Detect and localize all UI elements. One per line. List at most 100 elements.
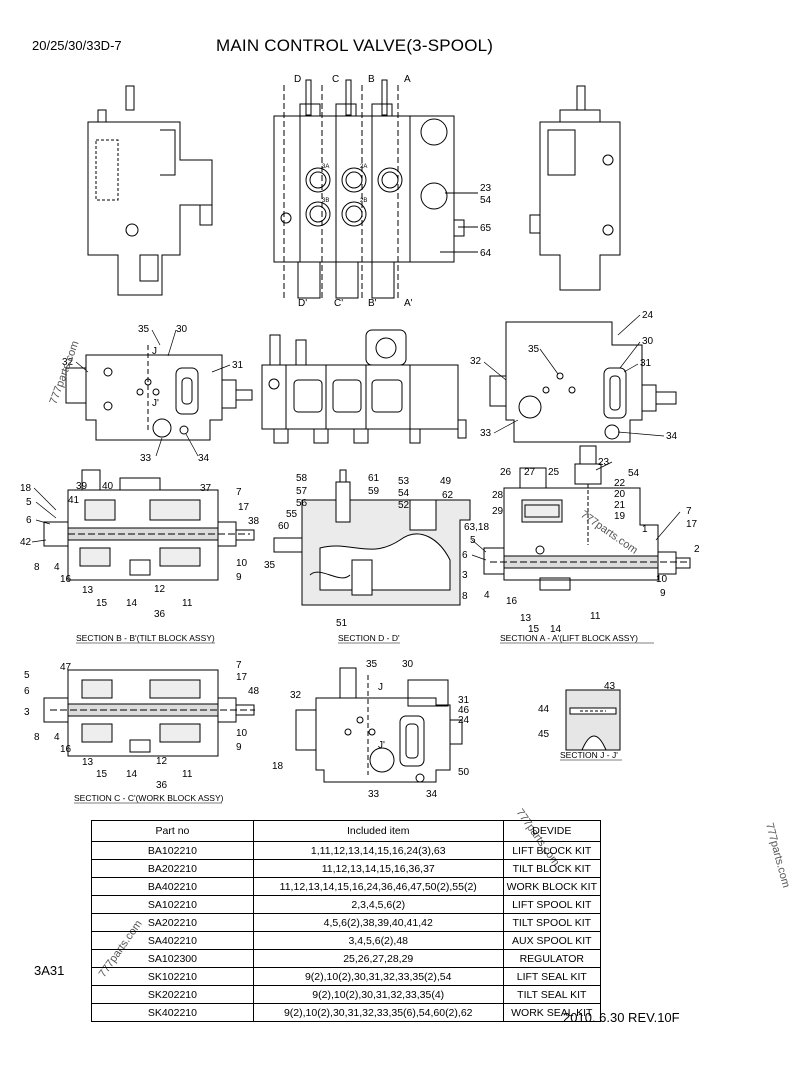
- section-a-drawing: [483, 445, 691, 591]
- section-j-caption: SECTION J - J': [560, 750, 618, 760]
- callout: 24: [642, 310, 654, 321]
- callout: 24: [458, 715, 470, 726]
- callout: 7: [236, 660, 242, 671]
- callout: 13: [82, 757, 94, 768]
- callout: 13: [82, 585, 94, 596]
- callout: 33: [140, 453, 152, 464]
- callout: 29: [492, 506, 504, 517]
- col-header-part-no: Part no: [91, 820, 254, 842]
- section-mark: C': [334, 298, 343, 309]
- front-view: [273, 79, 478, 300]
- callout: 33: [480, 428, 492, 439]
- section-d-caption: SECTION D - D': [338, 633, 400, 643]
- callout: 36: [154, 609, 166, 620]
- cell-part-no: SA202210: [91, 913, 254, 932]
- port-mark: 3B: [322, 198, 329, 204]
- callout: 63,18: [464, 522, 489, 533]
- callout: 7: [236, 487, 242, 498]
- callout: 65: [480, 223, 492, 234]
- cell-included-item: 9(2),10(2),30,31,32,33,35(6),54,60(2),62: [252, 1003, 504, 1022]
- cell-included-item: 9(2),10(2),30,31,32,33,35(2),54: [252, 967, 504, 986]
- callout: 4: [54, 562, 60, 573]
- callout: 31: [232, 360, 244, 371]
- callout: 17: [238, 502, 250, 513]
- callout: 34: [666, 431, 678, 442]
- cell-devide: REGULATOR: [502, 949, 602, 968]
- callout: 14: [550, 624, 562, 635]
- callout: 3: [462, 570, 468, 581]
- cell-part-no: SA102210: [91, 895, 254, 914]
- callout: 35: [138, 324, 150, 335]
- section-mark: D: [294, 74, 301, 85]
- cell-devide: WORK BLOCK KIT: [502, 877, 602, 896]
- left-side-view: [87, 85, 213, 296]
- callout: 54: [398, 488, 410, 499]
- callout: 55: [286, 509, 298, 520]
- callout: 16: [60, 744, 72, 755]
- callout: 4: [484, 590, 490, 601]
- callout: 12: [154, 584, 166, 595]
- callout: 37: [200, 483, 212, 494]
- callout: 34: [426, 789, 438, 800]
- callout: 42: [20, 537, 32, 548]
- callout: 2: [694, 544, 700, 555]
- callout: 25: [548, 467, 560, 478]
- section-mark: C: [332, 74, 339, 85]
- callout: 41: [68, 495, 80, 506]
- callout: 35: [528, 344, 540, 355]
- cell-included-item: 2,3,4,5,6(2): [252, 895, 504, 914]
- section-mark: A: [404, 74, 411, 85]
- callout: 48: [248, 686, 260, 697]
- page-title: MAIN CONTROL VALVE(3-SPOOL): [216, 36, 494, 55]
- callout: 8: [34, 732, 40, 743]
- page-code: 3A31: [34, 963, 65, 978]
- callout: 50: [458, 767, 470, 778]
- section-c-caption: SECTION C - C'(WORK BLOCK ASSY): [74, 793, 224, 803]
- callout: 14: [126, 769, 138, 780]
- callout: 30: [402, 659, 414, 670]
- cell-included-item: 11,12,13,14,15,16,36,37: [252, 859, 504, 878]
- callout: 46: [458, 705, 470, 716]
- cell-included-item: 11,12,13,14,15,16,24,36,46,47,50(2),55(2…: [252, 877, 504, 896]
- section-mark: B': [368, 298, 377, 309]
- cell-devide: TILT BLOCK KIT: [502, 859, 602, 878]
- callout: 4: [54, 732, 60, 743]
- callout: 32: [290, 690, 302, 701]
- callout: 18: [272, 761, 284, 772]
- callout: 34: [198, 453, 210, 464]
- section-d-drawing: [273, 469, 471, 606]
- row2-middle-view: [261, 329, 467, 444]
- cut-mark: J: [378, 682, 383, 693]
- cell-part-no: SK402210: [91, 1003, 254, 1022]
- cell-devide: LIFT BLOCK KIT: [502, 841, 602, 860]
- row2-left-view: [65, 345, 253, 441]
- port-mark: 3A: [322, 164, 329, 170]
- callout: 11: [182, 598, 193, 609]
- revision-date: 2010. 6.30 REV.10F: [563, 1010, 680, 1025]
- cell-part-no: SK102210: [91, 967, 254, 986]
- cell-included-item: 1,11,12,13,14,15,16,24(3),63: [252, 841, 504, 860]
- callout: 10: [236, 728, 248, 739]
- callout: 32: [62, 357, 74, 368]
- callout: 1: [642, 524, 648, 535]
- section-mark: A': [404, 298, 413, 309]
- callout: 54: [480, 195, 492, 206]
- callout: 15: [528, 624, 540, 635]
- section-mark: B: [368, 74, 375, 85]
- callout: 6: [24, 686, 30, 697]
- callout: 61: [368, 473, 380, 484]
- callout: 17: [236, 672, 248, 683]
- watermark: 777parts.com: [763, 822, 792, 889]
- callout: 33: [368, 789, 380, 800]
- cell-part-no: BA102210: [91, 841, 254, 860]
- callout: 62: [442, 490, 454, 501]
- section-c-drawing: [43, 669, 255, 757]
